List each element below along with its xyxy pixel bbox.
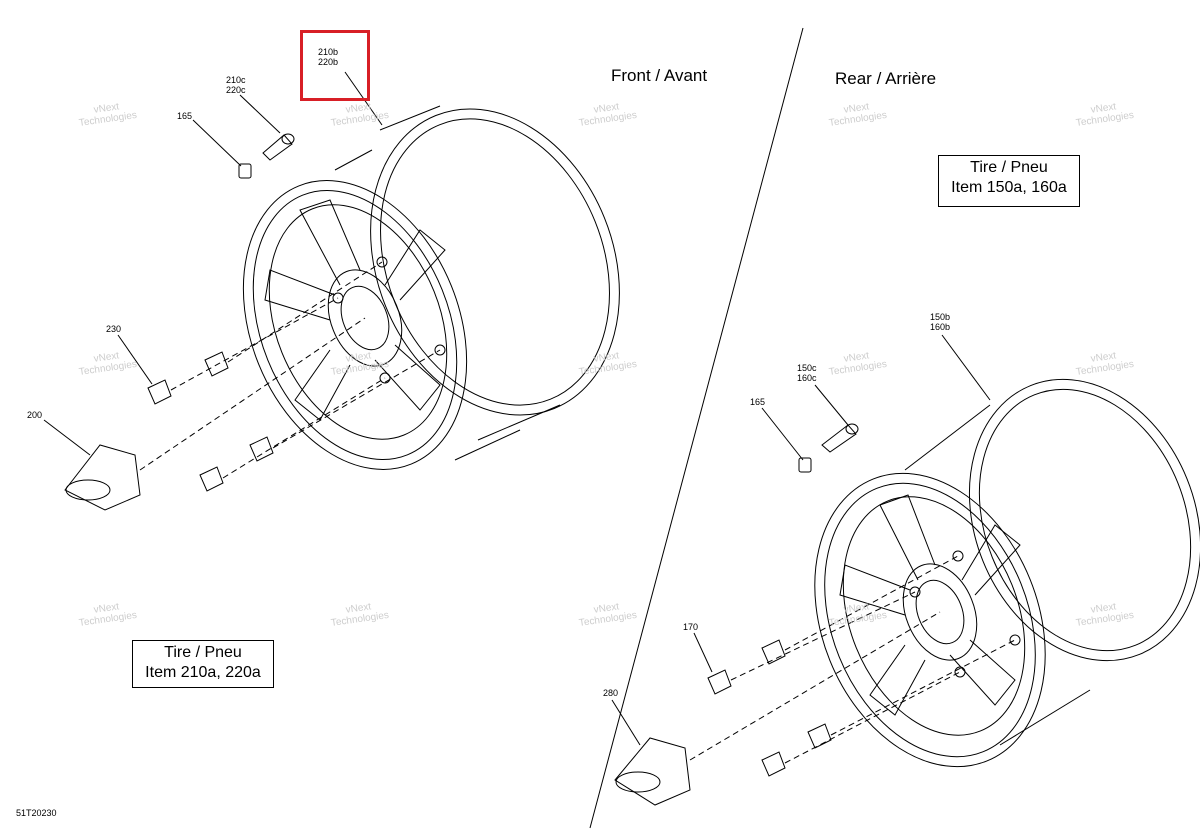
callout-front-valve-2: 220c	[226, 85, 246, 95]
callout-rear-cap: 165	[750, 397, 766, 407]
callout-rear-rim: 150b 160b	[930, 312, 950, 332]
rear-title: Rear / Arrière	[835, 69, 937, 88]
callout-front-nut: 230	[106, 324, 122, 334]
callout-rear-nut: 170	[683, 622, 699, 632]
callout-front-rim-2: 220b	[318, 57, 339, 67]
front-tire-line1: Tire / Pneu	[164, 644, 242, 661]
section-divider	[589, 27, 804, 829]
callout-front-cap: 165	[177, 111, 193, 121]
callout-front-valve: 210c 220c	[226, 75, 246, 95]
callout-front-rim-1: 210b	[318, 47, 339, 57]
front-tire-box: Tire / Pneu Item 210a, 220a	[132, 640, 274, 688]
diagram-reference: 51T20230	[16, 808, 57, 818]
callout-rear-valve-1: 150c	[797, 363, 817, 373]
callout-rear-rim-1: 150b	[930, 312, 951, 322]
front-title: Front / Avant	[611, 66, 708, 85]
rear-wheel-drawing	[611, 334, 1200, 806]
rear-tire-line1: Tire / Pneu	[970, 159, 1048, 176]
rear-tire-box: Tire / Pneu Item 150a, 160a	[938, 155, 1080, 207]
callout-rear-valve-2: 160c	[797, 373, 817, 383]
callout-rear-valve: 150c 160c	[797, 363, 817, 383]
rear-tire-line2: Item 150a, 160a	[951, 179, 1067, 196]
highlight-box	[300, 30, 370, 101]
callout-front-rim: 210b 220b	[318, 47, 338, 67]
front-wheel-drawing	[43, 71, 620, 511]
callout-front-valve-1: 210c	[226, 75, 246, 85]
callout-front-hub: 200	[27, 410, 43, 420]
callout-rear-rim-2: 160b	[930, 322, 951, 332]
callout-rear-hub: 280	[603, 688, 619, 698]
front-tire-line2: Item 210a, 220a	[145, 664, 261, 681]
